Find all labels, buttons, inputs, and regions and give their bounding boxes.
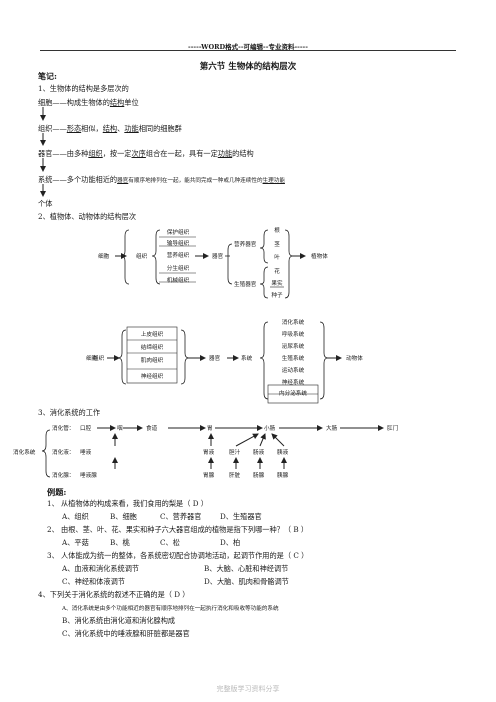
tract-organ: 口腔 — [80, 426, 92, 432]
section-title: 第六节 生物体的结构层次 — [199, 62, 297, 72]
def-cell: 细胞——构成生物体的结构单位 — [38, 98, 139, 107]
animal-tissue-item: 肌肉组织 — [140, 358, 164, 364]
gland-item: 唾液腺 — [80, 473, 97, 479]
answer-option: D、柏 — [220, 538, 241, 547]
tract-organ: 食道 — [146, 426, 158, 432]
plant-organ-item: 叶 — [274, 255, 280, 261]
answer-option: D、生殖器官 — [220, 512, 262, 521]
answer-option: B、大脑、心脏和神经调节 — [204, 564, 289, 573]
animal-system-item: 消化系统 — [281, 320, 305, 326]
def-tissue: 组织——形态相似，结构、功能相同的细胞群 — [38, 124, 182, 133]
answer-option: D、大脑、肌肉和骨骼调节 — [204, 577, 289, 586]
juice-item: 肠液 — [253, 450, 265, 456]
digestive-system-label: 消化系统 — [13, 450, 36, 456]
plant-organ-item: 花 — [274, 269, 280, 275]
answer-option: A、血液和消化系统调节 — [62, 564, 140, 573]
plant-organ-item: 根 — [274, 228, 280, 234]
plant-tissue-label: 组织 — [136, 254, 148, 260]
answer-option: C、消化系统中的唾液腺和肝脏都是器官 — [62, 629, 190, 638]
answer-option: A、组织 — [62, 512, 89, 521]
tract-organ: 小肠 — [264, 426, 276, 432]
juice-item: 胃液 — [203, 450, 215, 456]
answer-option: C、松 — [160, 538, 180, 547]
plant-organism-label: 植物体 — [311, 254, 328, 260]
answer-option: B、消化系统由消化道和消化腺构成 — [62, 616, 176, 625]
juice-item: 胰液 — [277, 450, 289, 456]
plant-tissue-item: 保护组织 — [166, 230, 190, 236]
tract-organ: 肛门 — [387, 426, 399, 432]
juice-item: 胆汁 — [229, 450, 241, 456]
vegetative-organ-label: 营养器官 — [234, 242, 257, 248]
plant-organ-item: 果实 — [271, 281, 283, 287]
animal-system-label: 系统 — [241, 356, 253, 362]
answer-option: A、平菇 — [62, 538, 89, 547]
question-4: 4、下列关于消化系统的叙述不正确的是（ D ） — [38, 590, 190, 599]
animal-organ-label: 器官 — [209, 356, 221, 362]
page-footer: 完整版学习资料分享 — [216, 685, 280, 693]
animal-system-item: 泌尿系统 — [281, 344, 305, 350]
reproductive-organ-label: 生殖器官 — [234, 282, 257, 288]
plant-tissue-item: 分生组织 — [166, 266, 190, 272]
animal-tissue-item: 上皮组织 — [140, 332, 164, 338]
gland-item: 肝脏 — [229, 473, 241, 479]
def-individual: 个体 — [38, 199, 53, 208]
plant-organ-label: 器官 — [212, 254, 224, 260]
answer-option: C、神经和体液调节 — [62, 577, 126, 586]
page-header: -----WORD格式--可编辑--专业资料----- — [188, 43, 308, 51]
answer-option: B、桃 — [110, 538, 130, 547]
gland-item: 胰腺 — [277, 473, 289, 479]
tract-label: 消化管： — [52, 426, 75, 432]
animal-tissue-item: 神经组织 — [140, 374, 164, 380]
plant-organ-item: 茎 — [274, 242, 280, 248]
tract-organ: 大肠 — [326, 426, 338, 432]
header-divider — [40, 50, 456, 51]
gland-item: 肠腺 — [253, 473, 265, 479]
def-system: 系统——多个功能相近的器官有顺序地排列在一起，能共同完成一种或几种连续性的生理功… — [38, 175, 285, 184]
plant-cell-label: 细胞 — [98, 254, 110, 260]
answer-option: A、消化系统是由多个功能相近的器官有顺序地排列在一起执行消化和吸收等功能的系统 — [62, 606, 279, 612]
question-2: 2、 由根、茎、叶、花、果实和种子六大器官组成的植物是指下列哪一种？（ B ） — [47, 525, 309, 534]
animal-tissue-label: 组织 — [93, 356, 105, 362]
section-1-heading: 1、生物体的结构是多层次的 — [38, 84, 129, 93]
animal-cell-label: 细胞 — [86, 356, 98, 362]
animal-organism-label: 动物体 — [346, 356, 363, 362]
def-organ: 器官——由多种组织，按一定次序组合在一起，具有一定功能的结构 — [38, 149, 254, 158]
juice-label: 消化液： — [52, 450, 75, 456]
section-2-heading: 2、植物体、动物体的结构层次 — [38, 212, 137, 221]
tract-organ: 胃 — [207, 426, 213, 432]
animal-system-item: 神经系统 — [281, 380, 305, 386]
juice-item: 唾液 — [80, 450, 92, 456]
animal-system-item: 呼吸系统 — [281, 332, 305, 338]
animal-system-item: 生殖系统 — [281, 356, 305, 362]
section-3-heading: 3、消化系统的工作 — [38, 408, 101, 417]
gland-item: 胃腺 — [203, 473, 215, 479]
animal-system-item: 运动系统 — [281, 368, 305, 374]
answer-option: C、营养器官 — [160, 512, 202, 521]
notes-label: 笔记: — [38, 71, 57, 81]
animal-tissue-item: 结缔组织 — [140, 345, 164, 351]
plant-tissue-item: 机械组织 — [166, 278, 190, 284]
plant-organ-item: 种子 — [271, 293, 283, 299]
answer-option: B、细胞 — [110, 512, 137, 521]
question-1: 1、 从植物体的构成来看，我们食用的梨是（ D ） — [47, 499, 208, 508]
animal-system-item: 内分泌系统 — [279, 391, 307, 397]
plant-tissue-item: 输导组织 — [166, 241, 190, 247]
examples-heading: 例题: — [47, 487, 67, 497]
plant-tissue-item: 营养组织 — [166, 253, 190, 259]
question-3: 3、 人体能成为统一的整体，各系统密切配合协调地活动，起调节作用的是（ C ） — [47, 551, 309, 560]
gland-label: 消化腺： — [52, 473, 75, 479]
tract-organ: 咽 — [117, 426, 123, 432]
